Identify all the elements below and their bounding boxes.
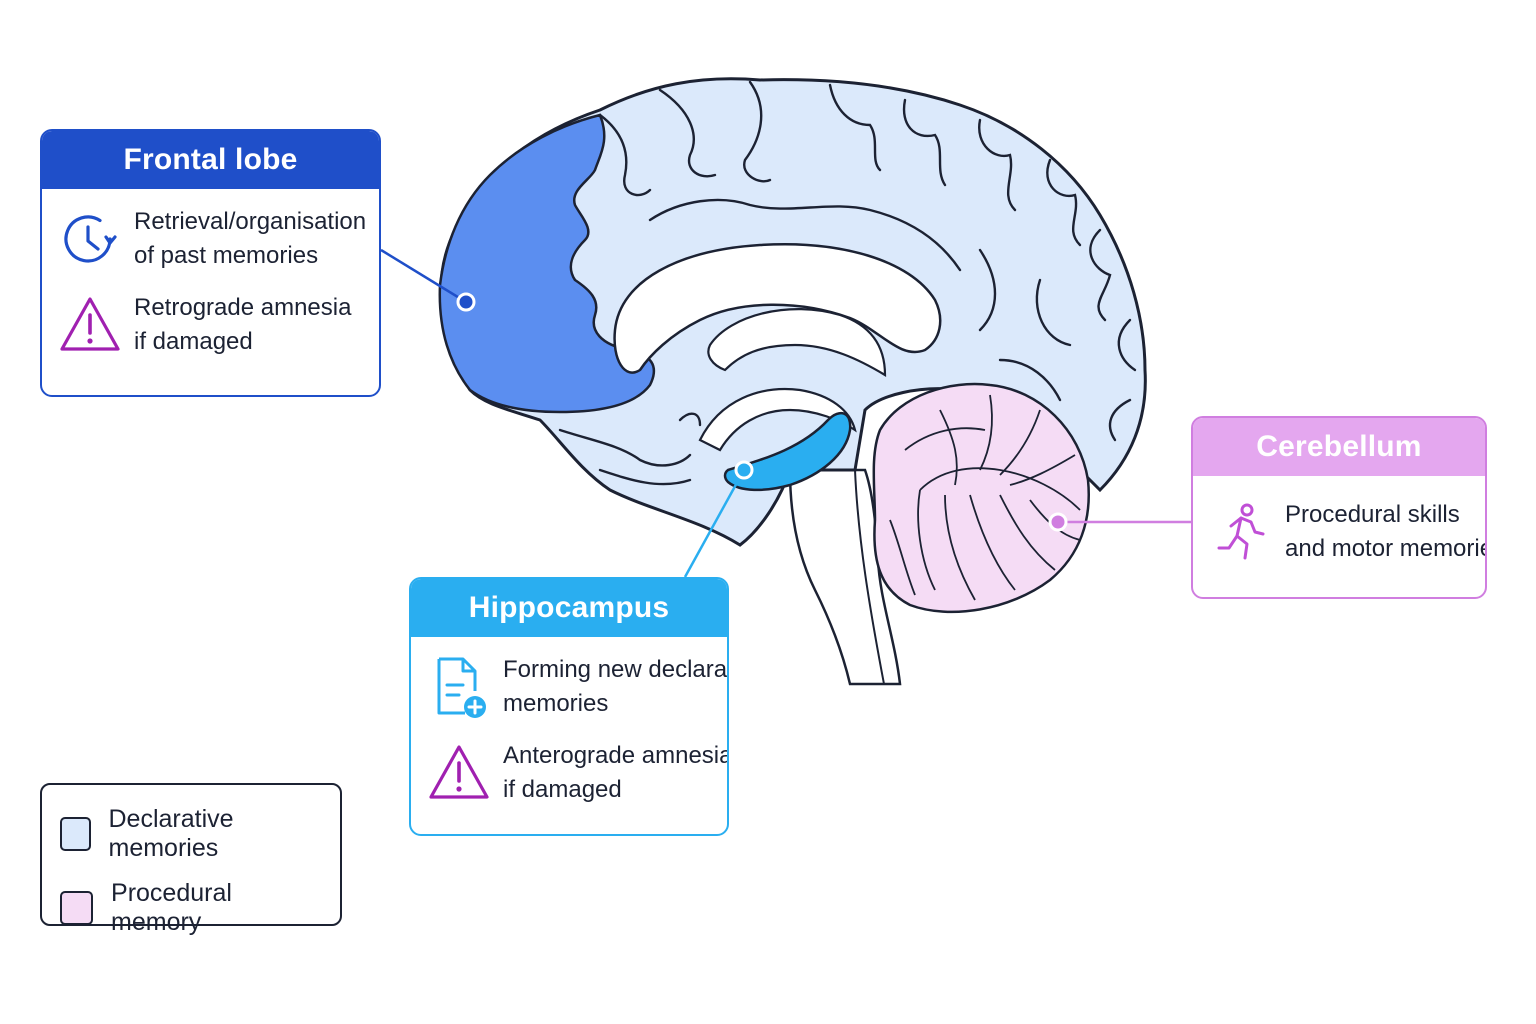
clock-history-icon [58, 207, 122, 271]
fornix [698, 388, 857, 452]
hippocampus-title: Hippocampus [411, 579, 727, 637]
document-add-icon [427, 655, 491, 719]
legend-swatch-procedural [60, 891, 94, 925]
hippocampus-item-line: Forming new declarative [503, 656, 728, 683]
legend-label: Declarative memories [108, 805, 234, 862]
hippocampus-item-forming: Forming new declarative memories [427, 653, 727, 721]
hippocampus-item-line: memories [503, 690, 609, 717]
connector-lines [380, 248, 1191, 578]
warning-icon [427, 741, 491, 805]
frontal-lobe-item-line: Retrograde amnesia [134, 294, 352, 321]
frontal-lobe-item-line: Retrieval/organisation [134, 208, 367, 235]
frontal-lobe-item-line: of past memories [134, 242, 319, 269]
legend-label: Procedural memory [111, 879, 232, 936]
frontal-lobe-card: Frontal lobe Retrieval/organisation of p… [40, 129, 381, 397]
hippocampus-item-line: Anterograde amnesia [503, 742, 729, 769]
cerebellum-item-line: and motor memories [1285, 535, 1487, 562]
frontal-lobe-item-retrieval: Retrieval/organisation of past memories [58, 205, 367, 273]
hippocampus-item-line: if damaged [503, 776, 622, 803]
hippocampus-card: Hippocampus Forming new declarative memo… [409, 577, 729, 836]
warning-icon [58, 293, 122, 357]
frontal-lobe-item-line: if damaged [134, 328, 253, 355]
legend: Declarative memories Procedural memory [40, 783, 342, 936]
gyri-lines [558, 80, 1137, 486]
frontal-lobe-item-amnesia: Retrograde amnesia if damaged [58, 291, 365, 359]
cerebellum-item-procedural: Procedural skills and motor memories [1209, 498, 1485, 566]
hippocampus-region [723, 411, 852, 492]
legend-item-procedural: Procedural memory [60, 879, 322, 937]
hippocampus-item-amnesia: Anterograde amnesia if damaged [427, 739, 727, 807]
spinal-cord-line [854, 469, 885, 685]
corpus-callosum [613, 243, 942, 374]
cerebellum-title: Cerebellum [1193, 418, 1485, 476]
cerebellum-region [872, 382, 1090, 614]
frontal-lobe-title: Frontal lobe [42, 131, 379, 189]
inner-fold [707, 308, 887, 377]
frontal-lobe-region [438, 113, 656, 414]
running-person-icon [1209, 500, 1273, 564]
legend-item-declarative: Declarative memories [60, 805, 322, 863]
cerebellum-item-line: Procedural skills [1285, 501, 1460, 528]
legend-swatch-declarative [60, 817, 91, 851]
cerebellum-card: Cerebellum Procedural skills and motor m… [1191, 416, 1487, 599]
